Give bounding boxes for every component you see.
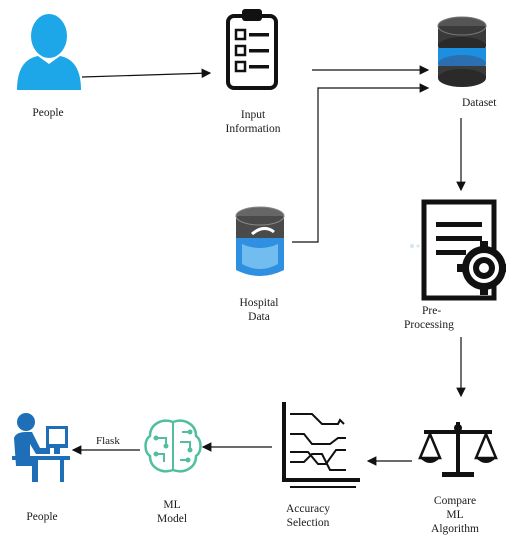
document-gear-icon xyxy=(410,199,506,301)
dataset-label: Dataset xyxy=(462,97,497,109)
line-chart-icon xyxy=(282,402,360,488)
database-icon xyxy=(437,16,487,87)
accuracy-selection-label: Accuracy Selection xyxy=(285,503,331,529)
edge-people-to-input xyxy=(81,68,212,79)
compare-ml-algorithm-label: Compare ML Algorithm xyxy=(431,495,479,535)
accuracy-selection-node xyxy=(278,400,362,492)
brain-circuit-icon xyxy=(144,419,202,473)
dataset-node xyxy=(432,14,492,94)
people-bottom-label: People xyxy=(26,511,58,523)
pre-processing-label: Pre- Processing xyxy=(404,305,454,331)
input-information-node xyxy=(224,6,280,90)
people-bottom-node xyxy=(10,408,72,484)
database-icon xyxy=(235,206,285,276)
people-top-label: People xyxy=(32,107,64,119)
compare-ml-algorithm-node xyxy=(418,418,498,480)
edge-label-flask: Flask xyxy=(96,435,120,447)
hospital-data-label: Hospital Data xyxy=(239,297,279,323)
balance-scale-icon xyxy=(418,422,498,477)
ml-model-node xyxy=(142,416,204,478)
person-icon xyxy=(17,14,81,90)
ml-model-label: ML Model xyxy=(156,499,188,525)
clipboard-checklist-icon xyxy=(226,9,278,90)
pre-processing-node xyxy=(404,188,508,314)
people-top-node xyxy=(14,10,84,90)
person-at-computer-icon xyxy=(12,413,70,482)
hospital-data-node xyxy=(230,204,290,284)
input-information-label: Input Information xyxy=(225,109,281,135)
edge-hospital-to-dataset xyxy=(292,83,430,243)
